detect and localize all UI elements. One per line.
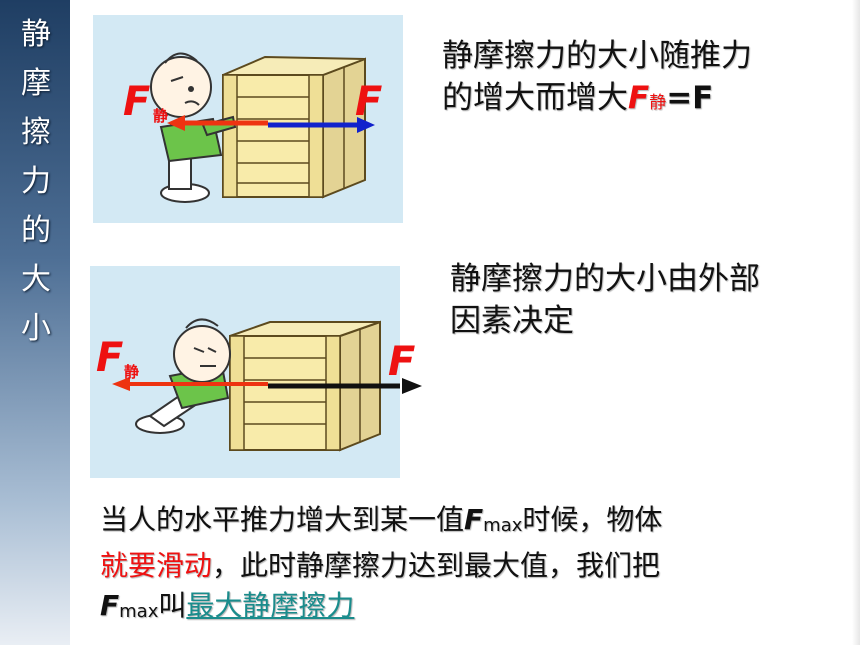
equation-subscript: 静 — [649, 93, 667, 113]
crate-1 — [222, 55, 366, 199]
boy-2 — [135, 318, 231, 434]
crate-2 — [229, 320, 381, 452]
push-arrowhead-2-wrap — [402, 378, 422, 394]
push-arrowhead-2 — [402, 378, 422, 394]
right-edge-shade — [852, 0, 860, 645]
panel2-description: 静摩擦力的大小由外部 因素决定 — [450, 258, 840, 342]
illustration-panel-1: F 静 F — [93, 15, 403, 223]
paragraph-part4: 叫 — [158, 589, 187, 622]
push-force-label-2: F — [388, 339, 416, 385]
sidebar-title-char: 小 — [21, 311, 51, 346]
sidebar: 静 摩 擦 力 的 大 小 — [0, 0, 70, 645]
paragraph-part2: 时候，物体 — [522, 503, 663, 536]
sidebar-title: 静 摩 擦 力 的 大 小 — [18, 10, 54, 353]
fmax-f-1: F — [464, 503, 484, 536]
panel1-text-line1: 静摩擦力的大小随推力 — [442, 38, 752, 74]
sidebar-title-char: 摩 — [21, 66, 51, 101]
sidebar-title-char: 静 — [21, 17, 51, 52]
boy-pushing-crate-illustration-2 — [112, 318, 400, 452]
sidebar-title-char: 力 — [21, 164, 51, 199]
friction-force-subscript-2: 静 — [124, 363, 140, 381]
equation-f-static: F — [628, 80, 650, 116]
push-force-label-1: F — [355, 79, 383, 125]
friction-arrowhead-2 — [112, 377, 130, 391]
max-static-friction-link[interactable]: 最大静摩擦力 — [186, 589, 355, 622]
paragraph-red-text: 就要滑动 — [100, 549, 213, 582]
push-arrowhead-1 — [357, 117, 375, 133]
fmax-symbol-2: Fmax — [100, 589, 158, 622]
sidebar-title-char: 擦 — [21, 115, 51, 150]
fmax-sub-2: max — [119, 601, 159, 622]
panel1-text-line2-wrap: 的增大而增大F静=F — [442, 77, 842, 124]
friction-force-label-1: F — [123, 79, 151, 125]
friction-force-subscript-1: 静 — [153, 107, 169, 125]
fmax-sub-1: max — [483, 515, 523, 536]
fmax-f-2: F — [100, 589, 120, 622]
sidebar-title-char: 的 — [21, 213, 51, 248]
paragraph-part1: 当人的水平推力增大到某一值 — [100, 503, 465, 536]
sidebar-title-char: 大 — [21, 262, 51, 297]
paragraph-part3: ，此时静摩擦力达到最大值，我们把 — [212, 549, 661, 582]
boy-1 — [150, 52, 237, 203]
fmax-symbol-1: Fmax — [464, 503, 522, 536]
illustration-panel-2: F 静 F — [90, 266, 415, 478]
panel1-text-line2: 的增大而增大 — [442, 80, 628, 116]
boy-pushing-crate-illustration-1 — [150, 52, 375, 203]
panel2-text-line1: 静摩擦力的大小由外部 — [450, 261, 760, 297]
friction-force-label-2: F — [96, 335, 124, 381]
equation-rest: =F — [666, 80, 714, 116]
max-static-friction-paragraph: 当人的水平推力增大到某一值Fmax时候，物体 就要滑动，此时静摩擦力达到最大值，… — [100, 500, 790, 632]
panel2-text-line2: 因素决定 — [450, 303, 574, 339]
friction-arrowhead-1 — [167, 115, 185, 131]
panel1-description: 静摩擦力的大小随推力 的增大而增大F静=F — [442, 35, 842, 124]
